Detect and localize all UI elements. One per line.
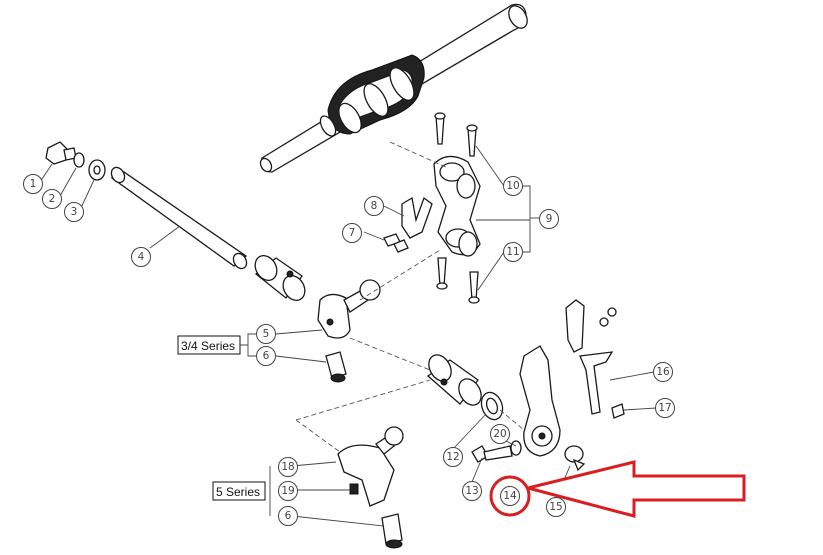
svg-text:13: 13 [465,485,478,497]
series-label-3-4: 3/4 Series [177,333,256,357]
part-2-washer [73,152,85,168]
callout-18: 18 [278,457,298,477]
callout-2: 2 [42,189,62,209]
part-13-screw [471,445,513,463]
svg-text:20: 20 [493,428,506,440]
svg-text:9: 9 [546,213,553,225]
callout-16: 16 [653,362,673,382]
looper-arm-assembly [519,299,625,457]
svg-text:12: 12 [446,451,459,463]
main-shaft [259,3,528,173]
part-20-washer [510,440,522,456]
callout-14: 14 [500,486,520,506]
callout-8: 8 [364,196,384,216]
svg-text:15: 15 [549,501,562,513]
rod-sleeve [254,255,306,301]
svg-text:7: 7 [349,227,356,239]
part-19-set-screw [349,483,359,495]
svg-text:14: 14 [503,490,517,502]
callout-3: 3 [64,202,84,222]
svg-text:19: 19 [281,485,294,497]
svg-text:3: 3 [71,206,78,218]
callout-19: 19 [278,481,298,501]
callout-7: 7 [342,223,362,243]
callout-6-upper: 6 [256,346,276,366]
svg-text:6: 6 [263,350,270,362]
svg-text:8: 8 [371,200,378,212]
callout-11: 11 [503,242,523,262]
series-label-5: 5 Series [212,481,266,501]
callout-5: 5 [256,324,276,344]
callout-15: 15 [546,497,566,517]
part-11-screws [436,257,480,304]
callout-1: 1 [23,174,43,194]
svg-text:17: 17 [658,402,671,414]
part-9-clamp-block [433,155,481,257]
svg-text:10: 10 [506,180,519,192]
part-4-rod [110,166,248,270]
svg-text:5 Series: 5 Series [216,485,260,499]
highlight-circle [489,475,531,517]
callout-10: 10 [503,176,523,196]
callout-13: 13 [462,481,482,501]
part-7-screws [383,233,409,253]
lower-sleeve [426,354,482,406]
svg-text:3/4 Series: 3/4 Series [181,339,235,353]
callout-12: 12 [443,447,463,467]
part-6-screw-lower [381,513,403,549]
part-8-fork [401,196,433,239]
callout-17: 17 [655,398,675,418]
part-3-washer [88,159,106,181]
svg-text:16: 16 [656,366,670,378]
assembly-lines [295,141,525,453]
svg-text:5: 5 [263,328,270,340]
svg-text:11: 11 [506,246,519,258]
svg-text:6: 6 [285,510,292,522]
part-18-crank-5-series [337,426,404,507]
part-6-screw-upper [325,351,347,383]
callout-4: 4 [131,247,151,267]
callout-9: 9 [539,209,559,229]
svg-text:1: 1 [30,178,37,190]
part-5-crank-arm [317,279,381,339]
part-10-screws [434,112,478,157]
svg-text:2: 2 [49,193,56,205]
highlight-arrow [527,460,746,518]
svg-text:18: 18 [281,461,294,473]
part-1-bolt [45,141,77,165]
part-15-screw [564,445,586,472]
part-12-ring [480,391,504,421]
svg-text:4: 4 [138,251,145,263]
callout-6-lower: 6 [278,506,298,526]
callout-20: 20 [490,424,510,444]
